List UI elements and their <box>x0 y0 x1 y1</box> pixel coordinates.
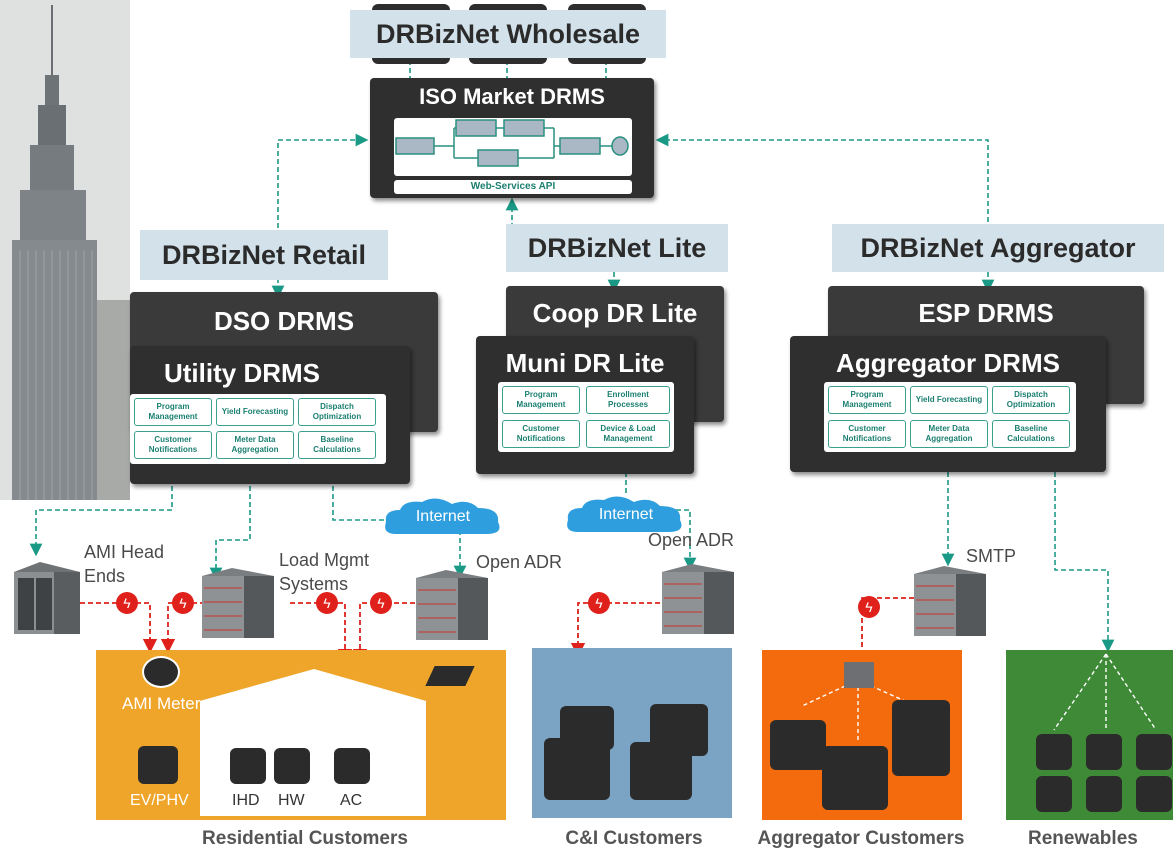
lite-module-program-management: Program Management <box>502 386 580 414</box>
open-adr-server-2 <box>660 562 736 636</box>
module-program-management: Program Management <box>134 398 212 426</box>
wind-turbine-icon <box>1036 776 1072 812</box>
lightning-icon: ϟ <box>858 596 880 618</box>
ami-head-end-server <box>12 560 82 638</box>
utility-drms: Utility DRMS Program Management Yield Fo… <box>130 346 410 484</box>
internet-cloud-2: Internet <box>564 496 688 538</box>
ihd-label: IHD <box>232 792 260 809</box>
load-mgmt-server <box>200 566 276 640</box>
battery-icon <box>1136 776 1172 812</box>
smtp-label: SMTP <box>966 546 1017 566</box>
segment-renewables-label: Renewables <box>1028 828 1138 849</box>
ci-zone <box>532 648 732 818</box>
internet-cloud-1: Internet <box>382 498 504 540</box>
lightning-icon: ϟ <box>588 592 610 614</box>
office-buildings-icon <box>822 746 888 810</box>
aggregator-customers-zone <box>762 650 962 820</box>
label-drbiznet-lite: DRBizNet Lite <box>506 224 728 272</box>
label-drbiznet-wholesale: DRBizNet Wholesale <box>350 10 666 58</box>
muni-dr-lite: Muni DR Lite Program Management Enrollme… <box>476 336 694 474</box>
open-adr-server-1 <box>414 568 490 642</box>
segment-ci-label: C&I Customers <box>565 828 703 849</box>
segment-aggregator-label: Aggregator Customers <box>757 828 965 849</box>
load-mgmt-label: Load Mgmt Systems <box>279 550 370 594</box>
battery-icon <box>1136 734 1172 770</box>
factory-icon <box>544 738 610 800</box>
module-yield-forecasting: Yield Forecasting <box>216 398 294 426</box>
ami-head-ends-label: AMI Head Ends <box>84 542 165 586</box>
office-buildings-icon <box>892 700 950 776</box>
lite-modules: Program Management Enrollment Processes … <box>498 382 674 452</box>
agg-module-customer-notifications: Customer Notifications <box>828 420 906 448</box>
utility-modules: Program Management Yield Forecasting Dis… <box>130 394 386 464</box>
ihd-icon <box>230 748 266 784</box>
solar-panel-icon <box>1086 734 1122 770</box>
lightning-icon: ϟ <box>316 592 338 614</box>
agg-module-program-management: Program Management <box>828 386 906 414</box>
module-dispatch-optimization: Dispatch Optimization <box>298 398 376 426</box>
hw-icon <box>274 748 310 784</box>
ac-label: AC <box>340 792 363 809</box>
solar-panel-icon <box>1086 776 1122 812</box>
web-services-api: Web-Services API <box>394 180 632 194</box>
ami-meter-label: AMI Meter <box>122 694 201 713</box>
ami-meter-icon <box>142 656 180 688</box>
lite-module-customer-notifications: Customer Notifications <box>502 420 580 448</box>
lightning-icon: ϟ <box>370 592 392 614</box>
aggregator-drms: Aggregator DRMS Program Management Yield… <box>790 336 1106 472</box>
ev-label: EV/PHV <box>130 792 189 809</box>
aggregator-modules: Program Management Yield Forecasting Dis… <box>824 382 1076 452</box>
residential-zone: AMI Meter EV/PHV IHD HW AC <box>96 650 506 820</box>
segment-residential-label: Residential Customers <box>202 828 408 849</box>
open-adr-label-2: Open ADR <box>648 530 735 550</box>
ev-icon <box>138 746 178 784</box>
lightning-icon: ϟ <box>172 592 194 614</box>
agg-module-dispatch-optimization: Dispatch Optimization <box>992 386 1070 414</box>
iso-process-flow <box>394 118 632 176</box>
utility-drms-title: Utility DRMS <box>164 358 320 388</box>
internet-label-2: Internet <box>598 506 654 523</box>
smtp-server <box>912 564 988 638</box>
internet-label-1: Internet <box>415 508 471 525</box>
ac-icon <box>334 748 370 784</box>
muni-dr-lite-title: Muni DR Lite <box>505 348 665 378</box>
open-adr-label-1: Open ADR <box>476 552 563 572</box>
lightning-icon: ϟ <box>116 592 138 614</box>
agg-module-baseline-calculations: Baseline Calculations <box>992 420 1070 448</box>
coop-dr-lite-title: Coop DR Lite <box>532 298 698 328</box>
wind-turbine-icon <box>1036 734 1072 770</box>
office-buildings-icon <box>630 742 692 800</box>
iso-title: ISO Market DRMS <box>419 84 605 109</box>
iso-market-drms: ISO Market DRMS Web-Services API <box>370 78 654 198</box>
renewables-zone <box>1006 650 1173 820</box>
agg-module-yield-forecasting: Yield Forecasting <box>910 386 988 414</box>
module-baseline-calculations: Baseline Calculations <box>298 431 376 459</box>
label-drbiznet-aggregator: DRBizNet Aggregator <box>832 224 1164 272</box>
agg-module-meter-data-aggregation: Meter Data Aggregation <box>910 420 988 448</box>
label-drbiznet-retail: DRBizNet Retail <box>140 230 388 280</box>
module-customer-notifications: Customer Notifications <box>134 431 212 459</box>
lite-module-enrollment-processes: Enrollment Processes <box>586 386 670 414</box>
esp-drms-title: ESP DRMS <box>918 298 1054 328</box>
house-icon <box>770 720 826 770</box>
lite-module-device-load-management: Device & Load Management <box>586 420 670 448</box>
module-meter-data-aggregation: Meter Data Aggregation <box>216 431 294 459</box>
hw-label: HW <box>278 792 305 809</box>
skyscraper-photo <box>0 0 130 500</box>
dso-drms-title: DSO DRMS <box>213 306 355 336</box>
aggregator-drms-title: Aggregator DRMS <box>836 348 1060 378</box>
